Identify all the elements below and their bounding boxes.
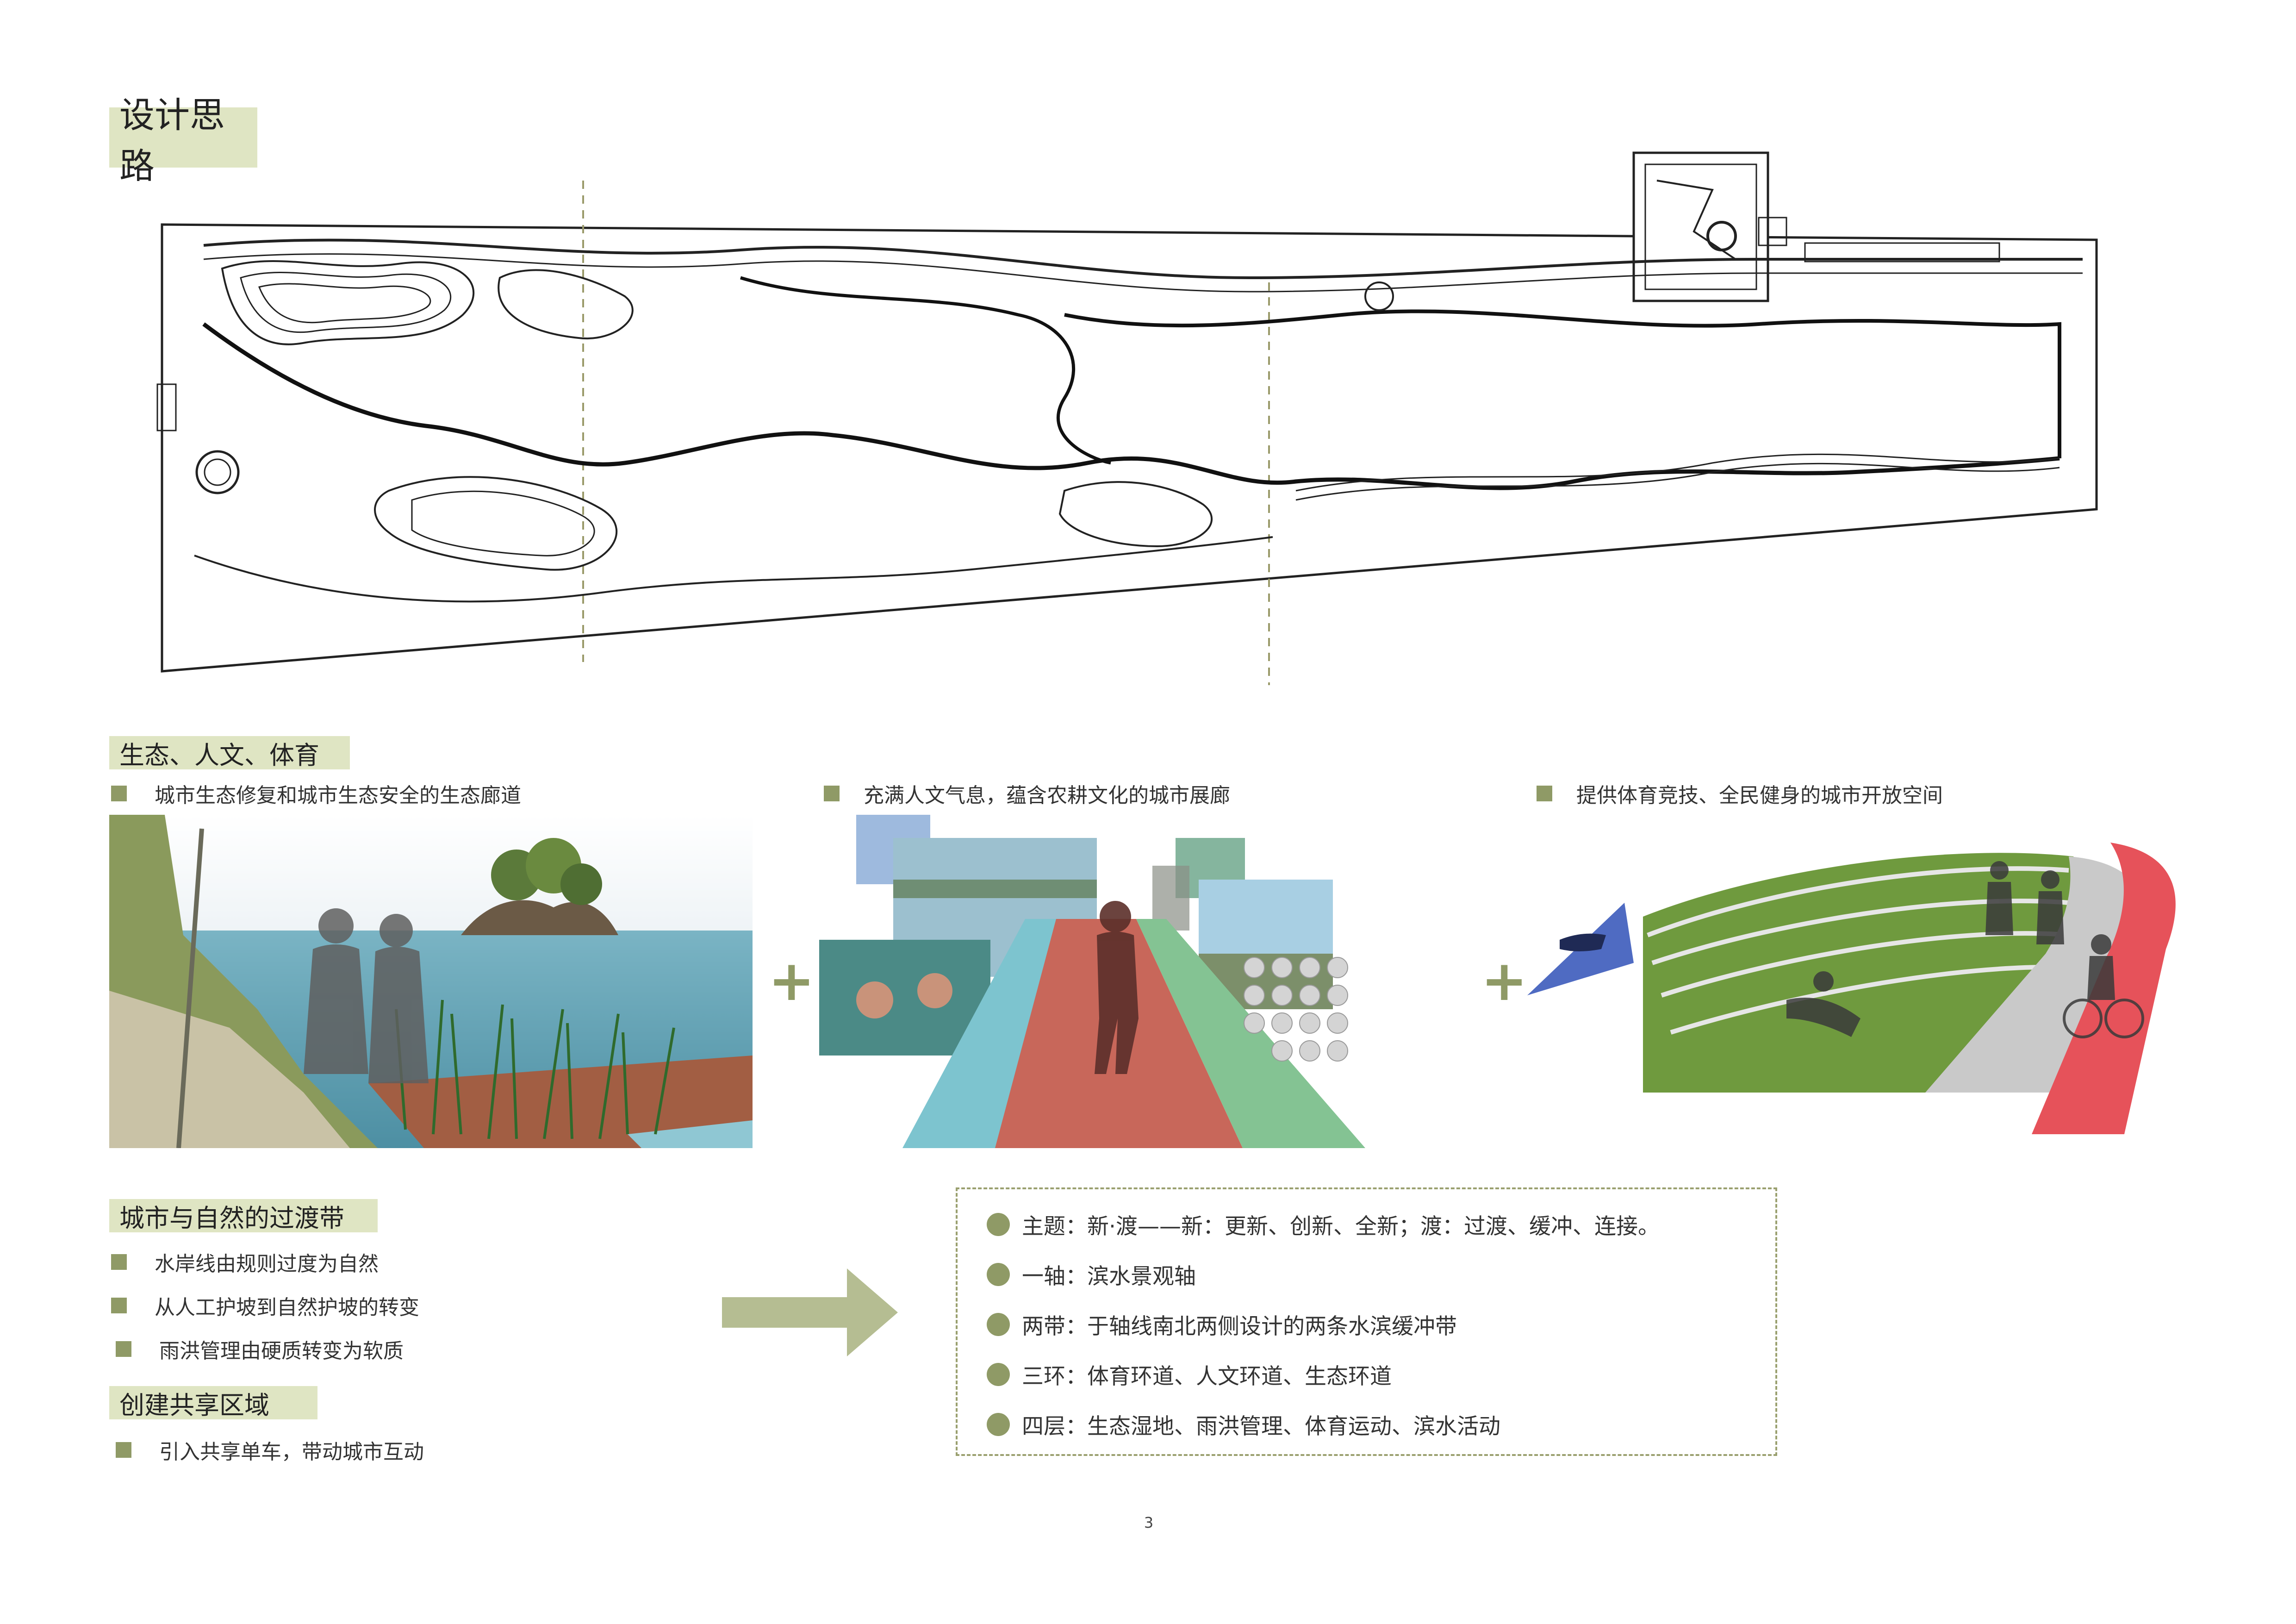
summary-box bbox=[956, 1187, 1777, 1456]
bullet-square-icon bbox=[111, 786, 127, 801]
summary-axis-text: 一轴：滨水景观轴 bbox=[1022, 1264, 1196, 1289]
bullet-dot-icon bbox=[987, 1362, 1010, 1386]
summary-item-axis: 一轴：滨水景观轴 bbox=[987, 1258, 1196, 1290]
transition-bullet-3: 雨洪管理由硬质转变为软质 bbox=[116, 1334, 404, 1364]
transition-section-tag: 城市与自然的过渡带 bbox=[109, 1199, 378, 1233]
share-section-heading: 创建共享区域 bbox=[119, 1390, 269, 1420]
summary-item-layers: 四层：生态湿地、雨洪管理、体育运动、滨水活动 bbox=[987, 1408, 1500, 1440]
summary-layers-text: 四层：生态湿地、雨洪管理、体育运动、滨水活动 bbox=[1022, 1414, 1500, 1439]
arrow-right-icon bbox=[722, 1268, 898, 1356]
transition-bullet-1-text: 水岸线由规则过度为自然 bbox=[155, 1252, 379, 1276]
plus-icon: + bbox=[1481, 949, 1528, 1013]
eco-bullet-1-text: 城市生态修复和城市生态安全的生态廊道 bbox=[155, 784, 521, 807]
bullet-square-icon bbox=[111, 1298, 127, 1313]
share-bullet-1-text: 引入共享单车，带动城市互动 bbox=[159, 1440, 424, 1464]
bullet-square-icon bbox=[116, 1442, 131, 1458]
transition-bullet-2: 从人工护坡到自然护坡的转变 bbox=[111, 1291, 419, 1320]
eco-bullet-3-text: 提供体育竞技、全民健身的城市开放空间 bbox=[1576, 784, 1943, 807]
summary-item-theme: 主题：新·渡——新：更新、创新、全新；渡：过渡、缓冲、连接。 bbox=[987, 1208, 1660, 1240]
plus-icon: + bbox=[768, 949, 815, 1013]
sports-illustration bbox=[1527, 843, 2176, 1134]
master-plan-drawing bbox=[156, 151, 2098, 685]
bullet-square-icon bbox=[111, 1254, 127, 1270]
page-title-tag: 设计思路 bbox=[109, 94, 257, 187]
summary-belts-text: 两带：于轴线南北两侧设计的两条水滨缓冲带 bbox=[1022, 1314, 1457, 1339]
bullet-square-icon bbox=[824, 786, 840, 801]
bullet-square-icon bbox=[116, 1341, 131, 1357]
summary-theme-text: 主题：新·渡——新：更新、创新、全新；渡：过渡、缓冲、连接。 bbox=[1022, 1214, 1660, 1239]
page-title: 设计思路 bbox=[119, 94, 225, 187]
transition-bullet-1: 水岸线由规则过度为自然 bbox=[111, 1247, 379, 1277]
eco-bullet-3: 提供体育竞技、全民健身的城市开放空间 bbox=[1537, 779, 1943, 808]
bullet-square-icon bbox=[1537, 786, 1552, 801]
transition-section-heading: 城市与自然的过渡带 bbox=[119, 1203, 344, 1233]
summary-rings-text: 三环：体育环道、人文环道、生态环道 bbox=[1022, 1364, 1392, 1389]
eco-bullet-2: 充满人文气息，蕴含农耕文化的城市展廊 bbox=[824, 779, 1230, 808]
transition-bullet-3-text: 雨洪管理由硬质转变为软质 bbox=[159, 1339, 404, 1363]
eco-bullet-1: 城市生态修复和城市生态安全的生态廊道 bbox=[111, 779, 521, 808]
ecology-illustration bbox=[109, 815, 753, 1148]
page-number: 3 bbox=[1144, 1514, 1154, 1531]
eco-section-heading: 生态、人文、体育 bbox=[119, 740, 319, 770]
culture-illustration bbox=[819, 815, 1365, 1148]
bullet-dot-icon bbox=[987, 1262, 1010, 1286]
bullet-dot-icon bbox=[987, 1412, 1010, 1436]
share-bullet-1: 引入共享单车，带动城市互动 bbox=[116, 1435, 424, 1465]
eco-section-tag: 生态、人文、体育 bbox=[109, 736, 350, 770]
share-section-tag: 创建共享区域 bbox=[109, 1386, 317, 1420]
summary-item-belts: 两带：于轴线南北两侧设计的两条水滨缓冲带 bbox=[987, 1308, 1457, 1340]
bullet-dot-icon bbox=[987, 1212, 1010, 1236]
summary-item-rings: 三环：体育环道、人文环道、生态环道 bbox=[987, 1358, 1392, 1390]
eco-bullet-2-text: 充满人文气息，蕴含农耕文化的城市展廊 bbox=[864, 784, 1230, 807]
transition-bullet-2-text: 从人工护坡到自然护坡的转变 bbox=[155, 1296, 419, 1319]
bullet-dot-icon bbox=[987, 1312, 1010, 1336]
